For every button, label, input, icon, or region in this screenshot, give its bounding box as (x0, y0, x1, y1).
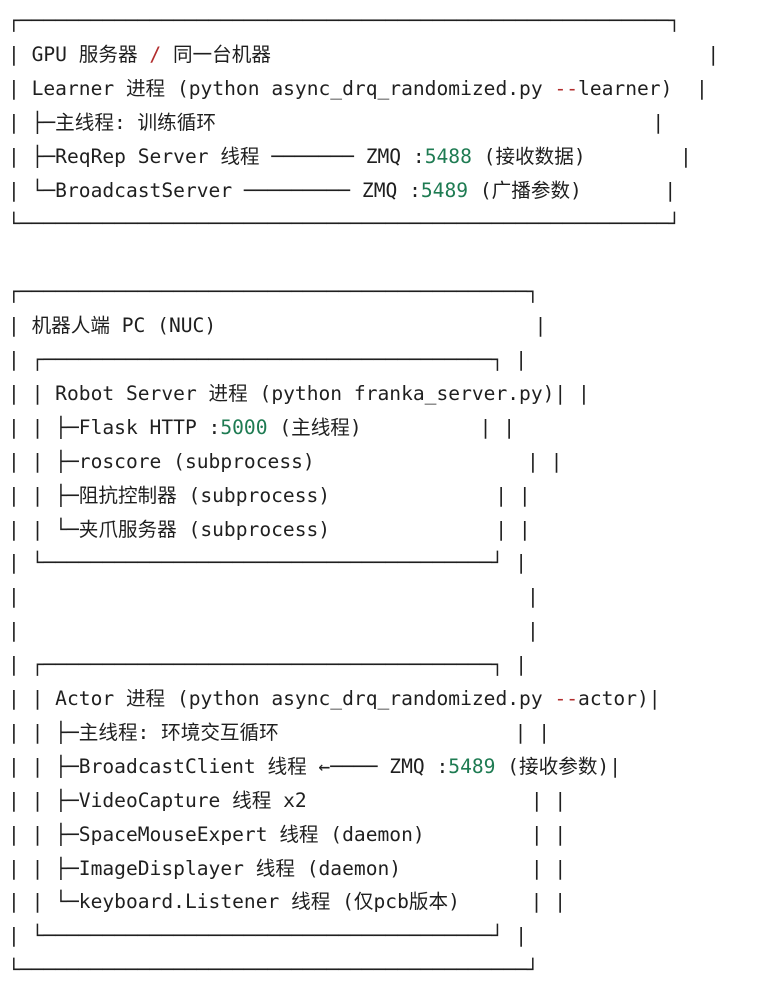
line-text: | └─────────────────────────────────────… (8, 551, 528, 575)
port-number: 5488 (424, 144, 472, 168)
diagram-line: | └─────────────────────────────────────… (8, 919, 527, 953)
line-text: | | ├─Flask HTTP : (8, 415, 221, 439)
line-text: | GPU 服务器 (8, 42, 150, 66)
line-text: | | ├─roscore (subprocess) | | (8, 449, 563, 473)
line-text: (接收参数)| (495, 754, 622, 778)
line-text: (主线程) | | (267, 415, 516, 439)
diagram-line: | | └─keyboard.Listener 线程 (仅pcb版本) | | (8, 885, 566, 919)
line-text: -- (554, 76, 579, 100)
line-text: | | ├─VideoCapture 线程 x2 | | (8, 788, 567, 812)
line-text: | | └─夹爪服务器 (subprocess) | | (8, 517, 531, 541)
diagram-line: | ├─ReqRep Server 线程 ─────── ZMQ :5488 (… (8, 140, 692, 174)
line-text: └───────────────────────────────────────… (8, 212, 681, 236)
diagram-line: ┌───────────────────────────────────────… (8, 275, 539, 309)
line-text: (广播参数) | (468, 178, 677, 202)
line-text: | ├─主线程: 训练循环 | (8, 110, 665, 134)
diagram-line: | ┌─────────────────────────────────────… (8, 343, 527, 377)
port-number: 5489 (420, 178, 469, 202)
line-text: | ┌─────────────────────────────────────… (8, 653, 528, 677)
diagram-line: | | ├─SpaceMouseExpert 线程 (daemon) | | (8, 818, 566, 852)
line-text: | └─────────────────────────────────────… (8, 924, 528, 948)
diagram-line: | | Robot Server 进程 (python franka_serve… (8, 377, 590, 411)
diagram-line: | ├─主线程: 训练循环 | (8, 106, 664, 140)
diagram-line: | | ├─Flask HTTP :5000 (主线程) | | (8, 411, 515, 445)
line-text: -- (554, 687, 579, 710)
line-text: | | (8, 619, 539, 643)
diagram-line: | | (8, 614, 539, 648)
line-text: | ├─ReqRep Server 线程 ─────── ZMQ : (8, 144, 425, 168)
diagram-line: | | ├─ImageDisplayer 线程 (daemon) | | (8, 852, 566, 886)
line-text: ┌───────────────────────────────────────… (8, 9, 681, 32)
line-text: 同一台机器 | (161, 42, 720, 66)
diagram-line: | 机器人端 PC (NUC) | (8, 309, 546, 343)
line-text: | | (8, 585, 539, 609)
diagram-line: └───────────────────────────────────────… (8, 207, 680, 241)
line-text: | | ├─阻抗控制器 (subprocess) | | (8, 483, 531, 507)
diagram-line: | | ├─roscore (subprocess) | | (8, 445, 562, 479)
diagram-line: | GPU 服务器 / 同一台机器 | (8, 38, 719, 72)
line-text: actor)| (578, 687, 661, 710)
diagram-line: | └─BroadcastServer ───────── ZMQ :5489 … (8, 174, 676, 208)
diagram-line: | | ├─BroadcastClient 线程 ←──── ZMQ :5489… (8, 750, 621, 784)
ascii-architecture-diagram: ┌───────────────────────────────────────… (8, 4, 719, 981)
port-number: 5000 (220, 415, 268, 439)
line-text: | | └─keyboard.Listener 线程 (仅pcb版本) | | (8, 890, 567, 914)
diagram-line: | └─────────────────────────────────────… (8, 546, 527, 580)
line-text: (接收数据) | (471, 144, 692, 168)
line-text: | | Actor 进程 (python async_drq_randomize… (8, 687, 555, 710)
diagram-line: | | ├─VideoCapture 线程 x2 | | (8, 784, 566, 818)
diagram-line: | | └─夹爪服务器 (subprocess) | | (8, 513, 531, 547)
line-text: | Learner 进程 (python async_drq_randomize… (8, 76, 555, 100)
diagram-line: | Learner 进程 (python async_drq_randomize… (8, 72, 708, 106)
line-text: | | ├─BroadcastClient 线程 ←──── ZMQ : (8, 754, 449, 778)
line-text: └───────────────────────────────────────… (8, 958, 539, 982)
line-text: learner) | (578, 76, 708, 100)
line-text: | ┌─────────────────────────────────────… (8, 348, 528, 371)
diagram-line: | | ├─主线程: 环境交互循环 | | (8, 716, 550, 750)
line-text: / (149, 42, 162, 66)
diagram-line: └───────────────────────────────────────… (8, 953, 539, 987)
line-text: ┌───────────────────────────────────────… (8, 280, 539, 304)
port-number: 5489 (448, 754, 496, 778)
line-text: | | Robot Server 进程 (python franka_serve… (8, 381, 590, 405)
line-text: | 机器人端 PC (NUC) | (8, 314, 547, 338)
line-text: | | ├─ImageDisplayer 线程 (daemon) | | (8, 856, 567, 880)
line-text: | | ├─主线程: 环境交互循环 | | (8, 720, 551, 744)
diagram-line: | ┌─────────────────────────────────────… (8, 648, 527, 682)
line-text: | | ├─SpaceMouseExpert 线程 (daemon) | | (8, 822, 567, 846)
diagram-line: ┌───────────────────────────────────────… (8, 4, 680, 38)
line-text: | └─BroadcastServer ───────── ZMQ : (8, 178, 421, 202)
diagram-line: | | Actor 进程 (python async_drq_randomize… (8, 682, 661, 716)
diagram-line: | | ├─阻抗控制器 (subprocess) | | (8, 479, 531, 513)
diagram-line: | | (8, 580, 539, 614)
